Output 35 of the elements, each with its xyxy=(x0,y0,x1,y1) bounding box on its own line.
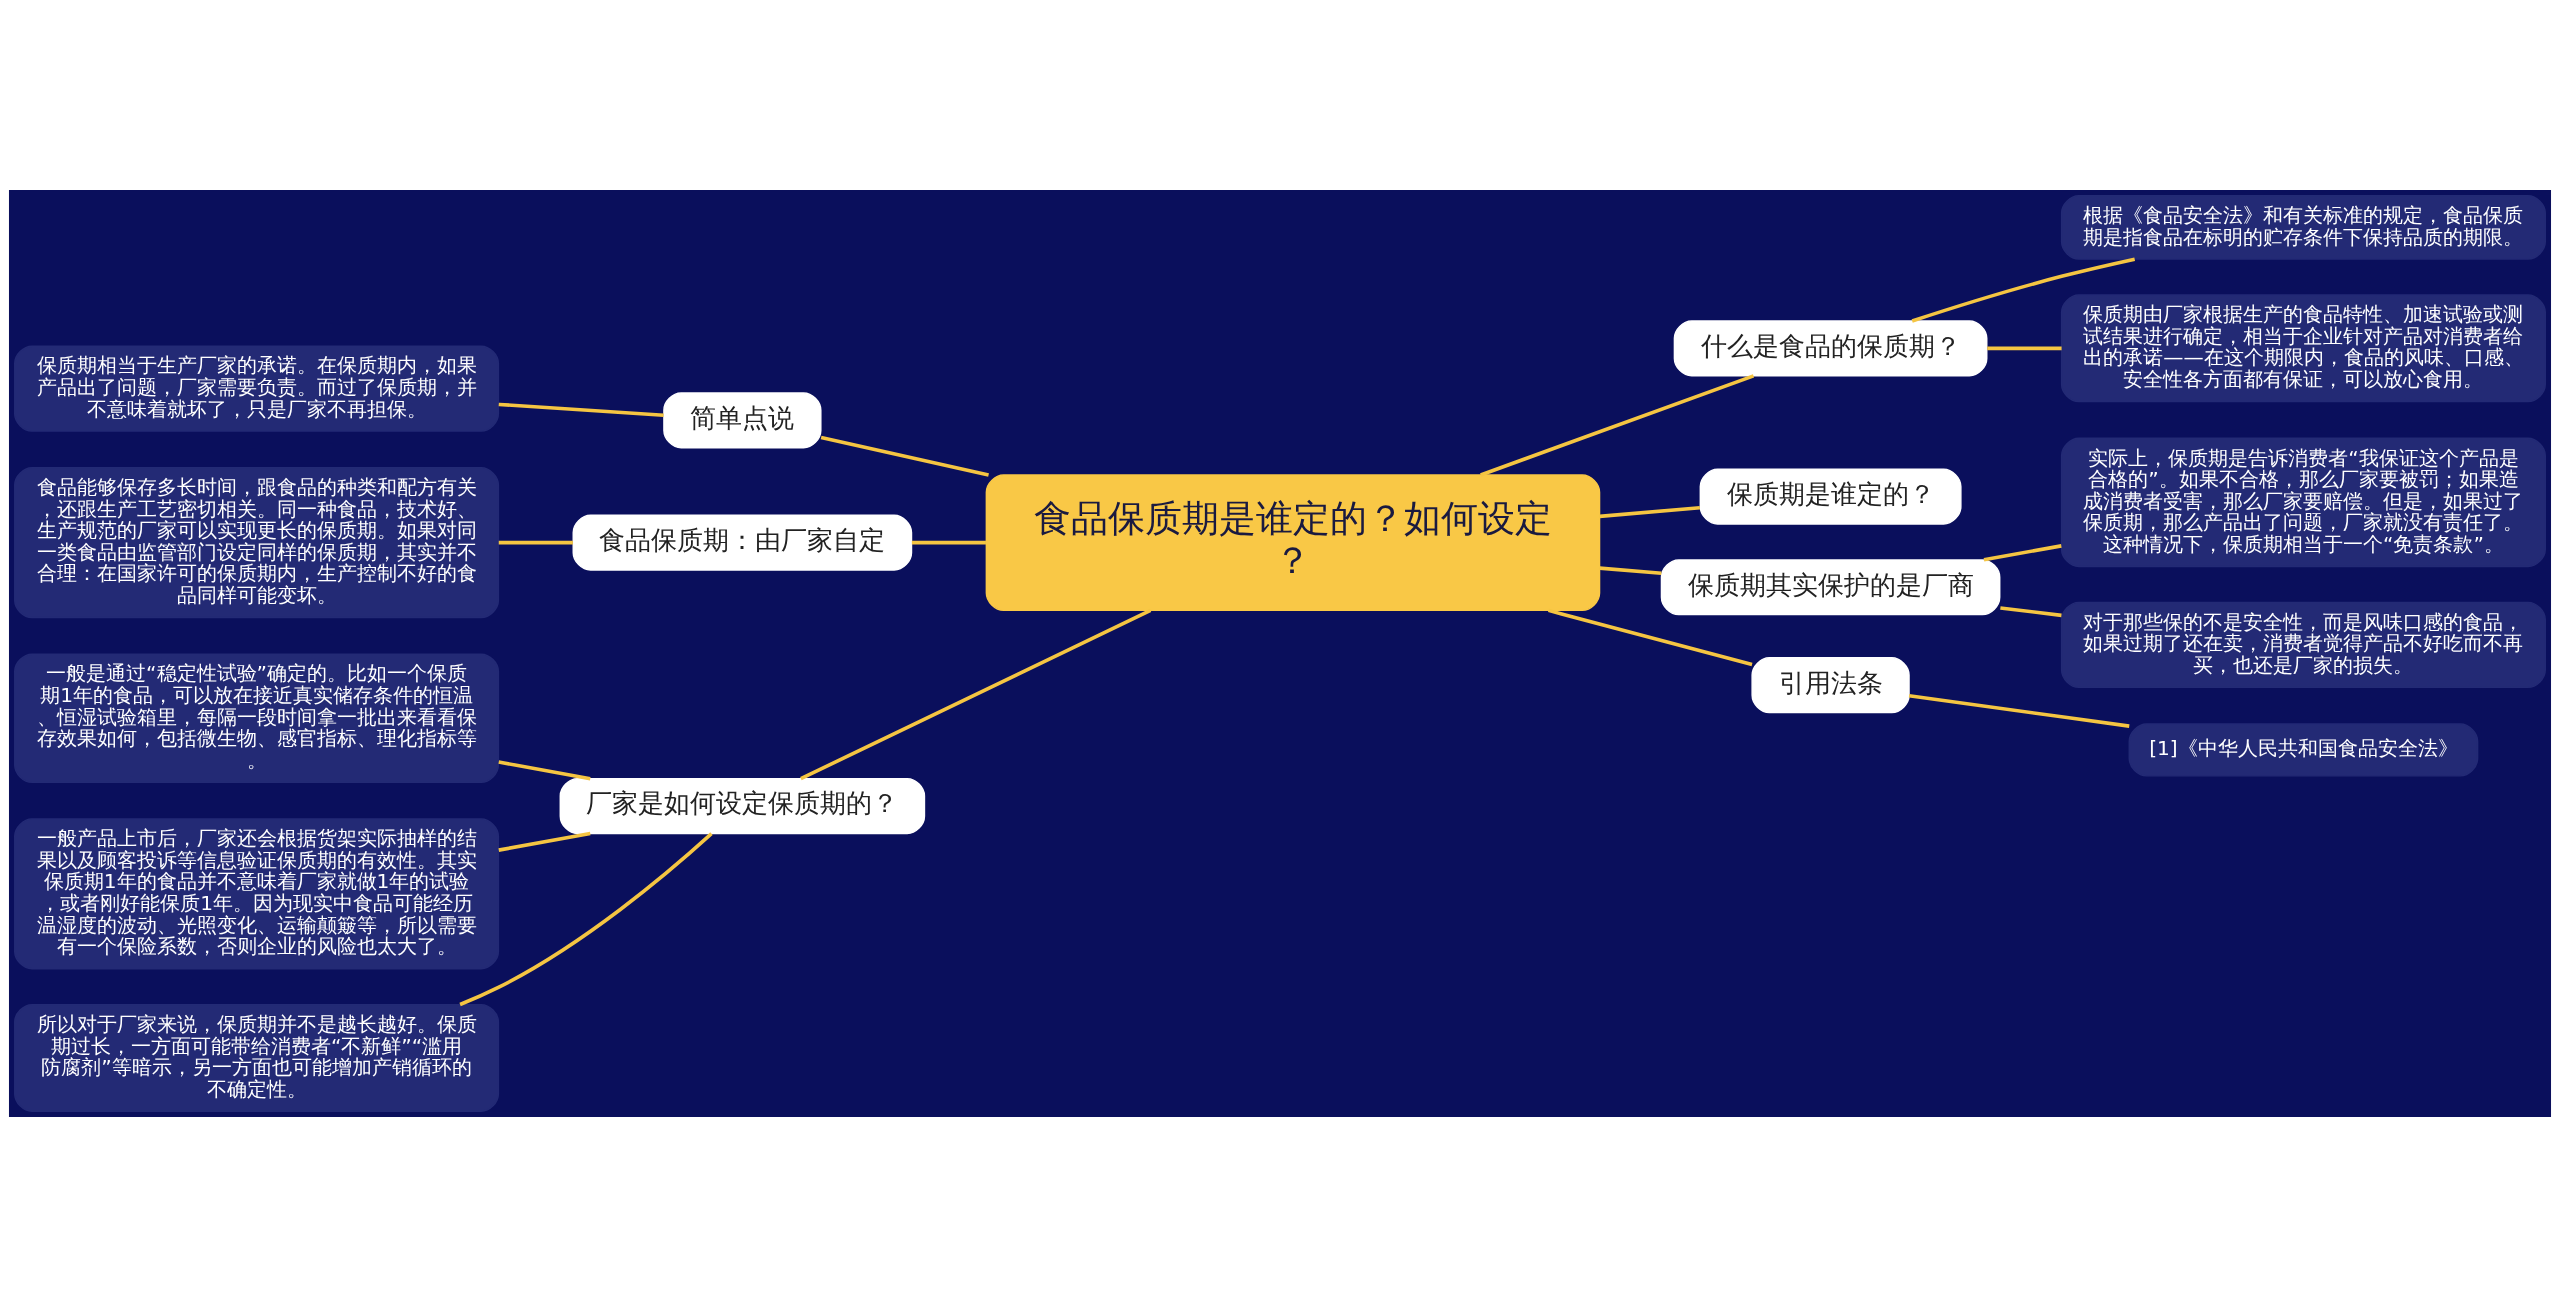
connector xyxy=(2000,605,2062,617)
connector xyxy=(800,608,1152,780)
connector xyxy=(1983,543,2062,562)
connector xyxy=(1908,693,2130,728)
node-box: 保质期其实保护的是厂商 xyxy=(1660,558,2001,615)
node-box: 什么是食品的保质期？ xyxy=(1673,319,1988,376)
node-box: 根据《食品安全法》和有关标准的规定，食品保质期是指食品在标明的贮存条件下保持品质的期限。 xyxy=(2060,194,2546,260)
node-box: 食品能够保存多长时间，跟食品的种类和配方有关，还跟生产工艺密切相关。同一种食品，技术好、生产规范的厂家可以实现更长的保质期。如果对同一类食品由监管部门设定同样的保质期，其实并不合理：在国家许可的保质期内，生产控制不好的食品同样可能变坏。 xyxy=(14,466,500,618)
node-box: 食品保质期是谁定的？如何设定？ xyxy=(985,473,1601,611)
connector xyxy=(1599,565,1662,575)
node-box: 食品保质期：由厂家自定 xyxy=(572,514,913,571)
connector xyxy=(1548,608,1753,666)
connector xyxy=(498,759,591,780)
node-box: 保质期相当于生产厂家的承诺。在保质期内，如果产品出了问题，厂家需要负责。而过了保质期，并不意味着就坏了，只是厂家不再担保。 xyxy=(14,344,500,432)
node-box: 对于那些保的不是安全性，而是风味口感的食品，如果过期了还在卖，消费者觉得产品不好吃而不再买，也还是厂家的损失。 xyxy=(2060,601,2546,688)
connector xyxy=(498,402,664,417)
node-box: 厂家是如何设定保质期的？ xyxy=(559,777,926,834)
node-box: 一般是通过“稳定性试验”确定的。比如一个保质期1年的食品，可以放在接近真实储存条件的恒温、恒湿试验箱里，每隔一段时间拿一批出来看看保存效果如何，包括微生物、感官指标、理化指标等。 xyxy=(14,653,500,783)
node-box: [1]《中华人民共和国食品安全法》 xyxy=(2128,722,2479,777)
connector xyxy=(820,435,989,477)
node-box: 简单点说 xyxy=(663,391,822,448)
connector xyxy=(459,831,713,1006)
connector xyxy=(1480,373,1755,477)
node-box: 实际上，保质期是告诉消费者“我保证这个产品是合格的”。如果不合格，那么厂家要被罚；如果造成消费者受害，那么厂家要赔偿。但是，如果过了保质期，那么产品出了问题，厂家就没有责任了。这种情况下，保质期相当于一个“免责条款”。 xyxy=(2060,437,2546,567)
connector xyxy=(1599,505,1701,518)
connector xyxy=(1911,256,2136,323)
connector xyxy=(498,831,591,852)
connector xyxy=(911,540,986,544)
node-box: 保质期是谁定的？ xyxy=(1699,468,1962,525)
connector xyxy=(498,540,573,544)
node-box: 保质期由厂家根据生产的食品特性、加速试验或测试结果进行确定，相当于企业针对产品对消费者给出的承诺——在这个期限内，食品的风味、口感、安全性各方面都有保证，可以放心食用。 xyxy=(2060,293,2546,402)
connector xyxy=(1987,346,2062,350)
node-box: 所以对于厂家来说，保质期并不是越长越好。保质期过长，一方面可能带给消费者“不新鲜”“滥用防腐剂”等暗示，另一方面也可能增加产销循环的不确定性。 xyxy=(14,1003,500,1112)
node-box: 引用法条 xyxy=(1751,656,1910,713)
node-box: 一般产品上市后，厂家还会根据货架实际抽样的结果以及顾客投诉等信息验证保质期的有效性。其实保质期1年的食品并不意味着厂家就做1年的试验，或者刚好能保质1年。因为现实中食品可能经历温湿度的波动、光照变化、运输颠簸等，所以需要有一个保险系数，否则企业的风险也太大了。 xyxy=(14,817,500,969)
